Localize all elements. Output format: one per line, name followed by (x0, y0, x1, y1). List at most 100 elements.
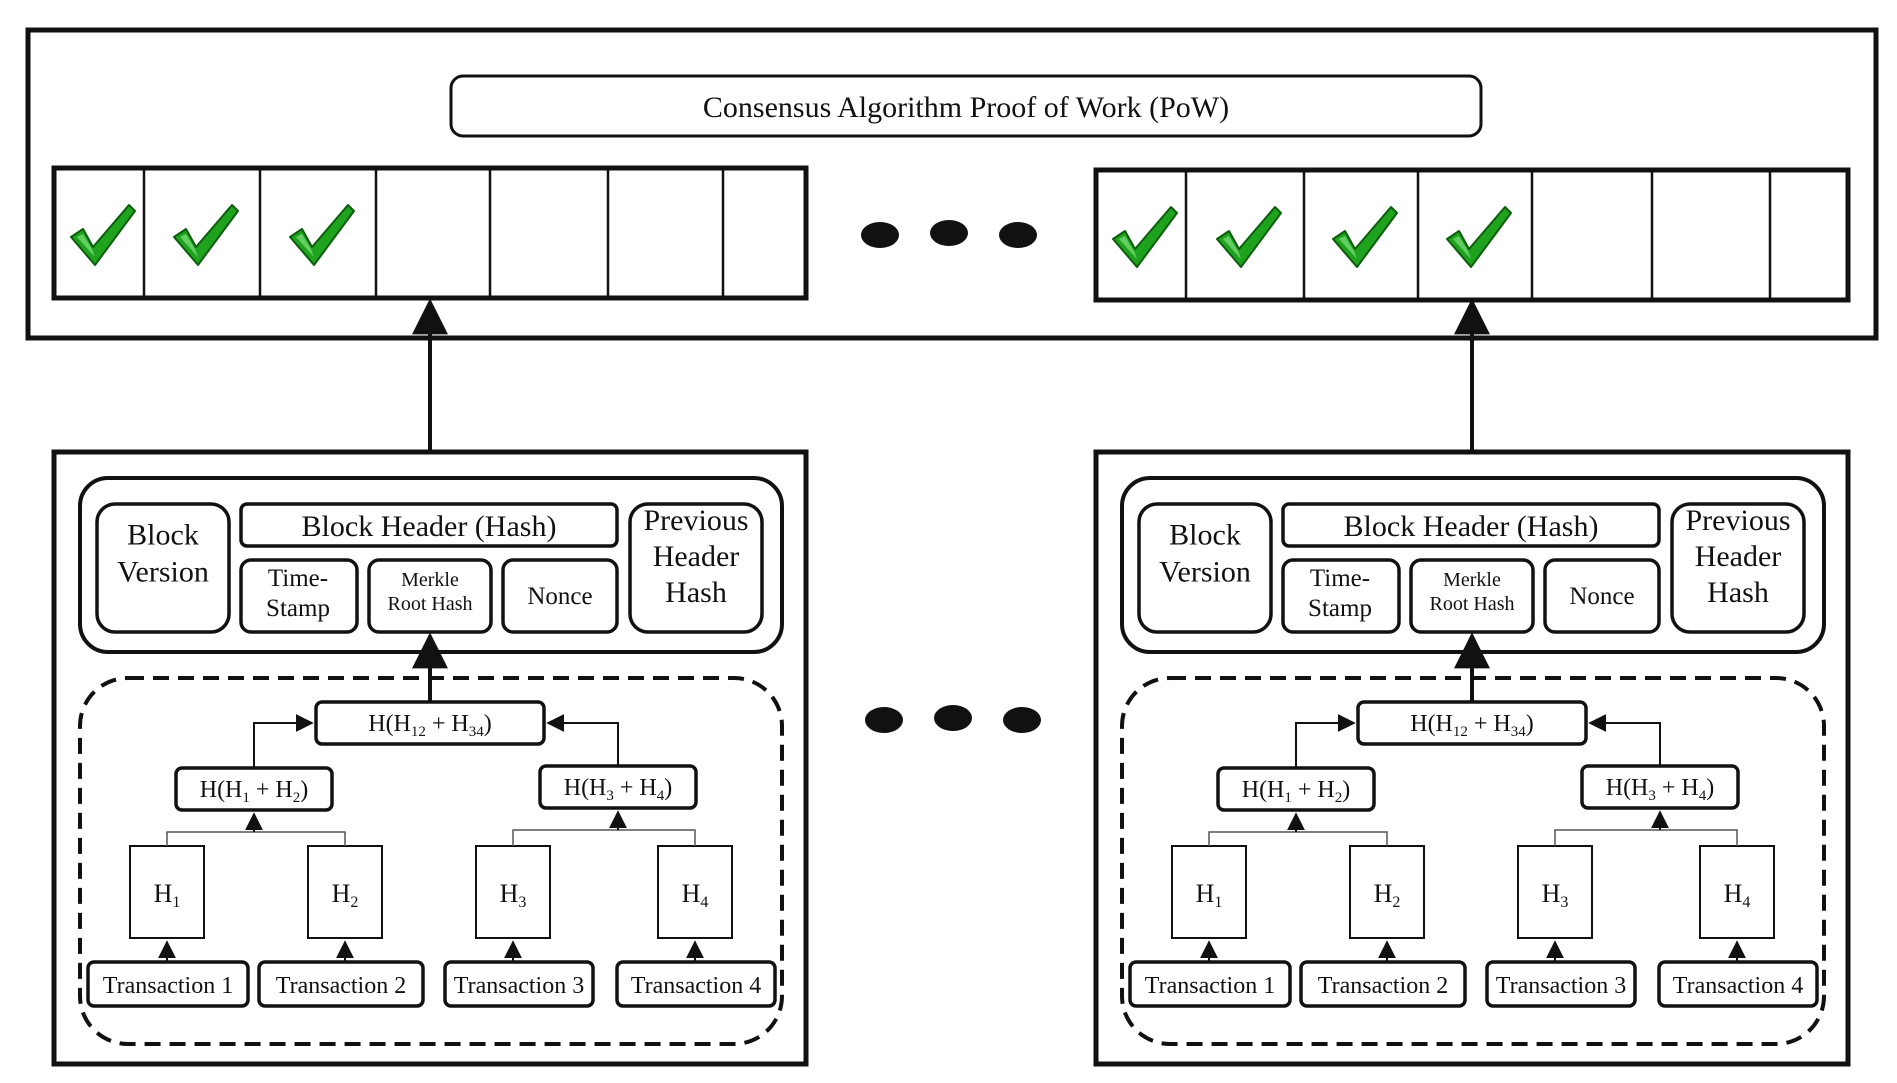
chain-frame (51, 165, 809, 301)
transaction-3: Transaction 3 (1485, 960, 1637, 1008)
block-version-line: Version (117, 556, 209, 589)
subscript: 3 (606, 788, 614, 804)
node-text: + H (1656, 775, 1699, 801)
node-text: ) (664, 775, 672, 801)
merkle-leaf-h1: H1 (129, 845, 205, 939)
ellipsis-dot (865, 707, 903, 733)
merkle-left-label: H(H1 + H2) (200, 777, 309, 806)
transaction-1: Transaction 1 (86, 960, 250, 1008)
previous-header-hash-line: Hash (1707, 576, 1769, 609)
node-text: ) (1342, 777, 1350, 803)
merkle-leaf-h2: H2 (307, 845, 383, 939)
timestamp-line: Time- (1310, 565, 1370, 592)
node-text: + H (250, 777, 293, 803)
block-version-line: Block (1169, 519, 1241, 552)
ellipsis-dot (930, 220, 968, 246)
subscript: 3 (1560, 894, 1568, 911)
node-text: H (332, 879, 351, 908)
checkmark-highlight (1119, 236, 1137, 259)
node-text: + H (614, 775, 657, 801)
checkmark-icon (1112, 206, 1178, 268)
leaves-12-bracket (166, 831, 346, 846)
checkmark-highlight (180, 234, 198, 257)
left-to-root-connector (1295, 714, 1356, 768)
leaf-label: H1 (1196, 879, 1223, 911)
block-chain-1 (51, 165, 809, 301)
transaction-label: Transaction 1 (1145, 973, 1275, 999)
node-text: H (1374, 879, 1393, 908)
block-header-hash-label: Block Header (Hash) (302, 510, 557, 543)
nonce-box: Nonce (1543, 558, 1661, 634)
leaf-label: H1 (154, 879, 181, 911)
subscript: 1 (1284, 790, 1292, 806)
checkmark-shape (1332, 206, 1398, 268)
block-header-hash-box: Block Header (Hash) (239, 502, 619, 548)
subscript: 1 (172, 894, 180, 911)
leaves-12-bracket (1208, 831, 1388, 846)
merkle-leaf-h3: H3 (1517, 845, 1593, 939)
previous-header-hash-line: Previous (644, 504, 749, 537)
node-text: + H (1292, 777, 1335, 803)
transaction-label: Transaction 2 (276, 973, 406, 999)
node-text: H(H (368, 711, 411, 737)
leaves-34-bracket (512, 829, 696, 846)
subscript: 2 (350, 894, 358, 911)
node-text: ) (300, 777, 308, 803)
subscript: 1 (242, 790, 250, 806)
checkmark-icon (1446, 206, 1512, 268)
node-text: H (1724, 879, 1743, 908)
node-text: ) (1526, 711, 1534, 737)
leaf-label: H3 (1542, 879, 1569, 911)
checkmark-shape (1446, 206, 1512, 268)
merkle-leaf-h2: H2 (1349, 845, 1425, 939)
merkle-root-hash-line: Root Hash (1430, 593, 1515, 615)
checkmark-highlight (77, 234, 95, 257)
previous-header-hash-line: Previous (1686, 504, 1791, 537)
consensus-title: Consensus Algorithm Proof of Work (PoW) (703, 91, 1229, 124)
subscript: 3 (518, 894, 526, 911)
transaction-2: Transaction 2 (1299, 960, 1467, 1008)
merkle-root-node: H(H12 + H34) (1356, 700, 1588, 746)
right-to-root-connector (1588, 714, 1661, 766)
merkle-right-label: H(H3 + H4) (1606, 775, 1715, 804)
checkmark-shape (1112, 206, 1178, 268)
subscript: 4 (700, 894, 708, 911)
transaction-label: Transaction 4 (631, 973, 761, 999)
chain-ellipsis (861, 220, 1037, 248)
subscript: 4 (657, 788, 665, 804)
node-text: H(H (564, 775, 607, 801)
checkmark-highlight (296, 234, 314, 257)
right-to-root-connector (546, 714, 619, 766)
subscript: 34 (1511, 724, 1527, 740)
subscript: 12 (411, 724, 426, 740)
subscript: 2 (1392, 894, 1400, 911)
checkmark-highlight (1223, 236, 1241, 259)
merkle-right-node: H(H3 + H4) (538, 764, 698, 810)
transaction-4: Transaction 4 (1657, 960, 1819, 1008)
block-frame (1093, 449, 1851, 1067)
block-header-hash-label: Block Header (Hash) (1344, 510, 1599, 543)
ellipsis-dot (934, 705, 972, 731)
left-to-root-connector (253, 714, 314, 768)
node-text: H(H (1606, 775, 1649, 801)
merkle-root-hash-line: Root Hash (388, 593, 473, 615)
merkle-root-label: H(H12 + H34) (1410, 711, 1534, 740)
merkle-left-node: H(H1 + H2) (1216, 766, 1376, 812)
transaction-3: Transaction 3 (443, 960, 595, 1008)
previous-header-hash-line: Header (1695, 540, 1782, 573)
subscript: 2 (1335, 790, 1343, 806)
consensus-title-box: Consensus Algorithm Proof of Work (PoW) (449, 74, 1483, 138)
previous-header-hash-line: Header (653, 540, 740, 573)
checkmark-shape (173, 204, 239, 266)
node-text: + H (426, 711, 469, 737)
leaf-label: H4 (682, 879, 709, 911)
merkle-leaf-h1: H1 (1171, 845, 1247, 939)
node-text: H (682, 879, 701, 908)
node-text: ) (1706, 775, 1714, 801)
node-text: ) (484, 711, 492, 737)
timestamp-box: Time-Stamp (1281, 558, 1401, 634)
checkmark-icon (1216, 206, 1282, 268)
